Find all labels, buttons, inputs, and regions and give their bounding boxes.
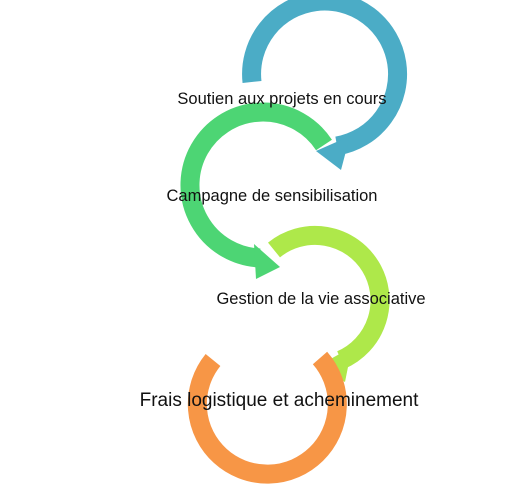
step-2-label: Campagne de sensibilisation: [167, 187, 378, 205]
step-3-label: Gestion de la vie associative: [216, 290, 425, 308]
step-1-arc: [242, 0, 407, 156]
step-2-arc: [180, 102, 332, 268]
step-1-label: Soutien aux projets en cours: [177, 90, 386, 108]
step-2-arrowhead: [254, 244, 280, 279]
step-3-arc: [268, 225, 390, 369]
step-1-arrowhead: [316, 136, 350, 170]
step-4-label: Frais logistique et acheminement: [140, 390, 420, 411]
step-4-arc: [187, 351, 347, 484]
step-4-ring: [187, 351, 347, 484]
step-1-arrow: [242, 0, 407, 170]
step-2-arrow: [180, 102, 332, 279]
